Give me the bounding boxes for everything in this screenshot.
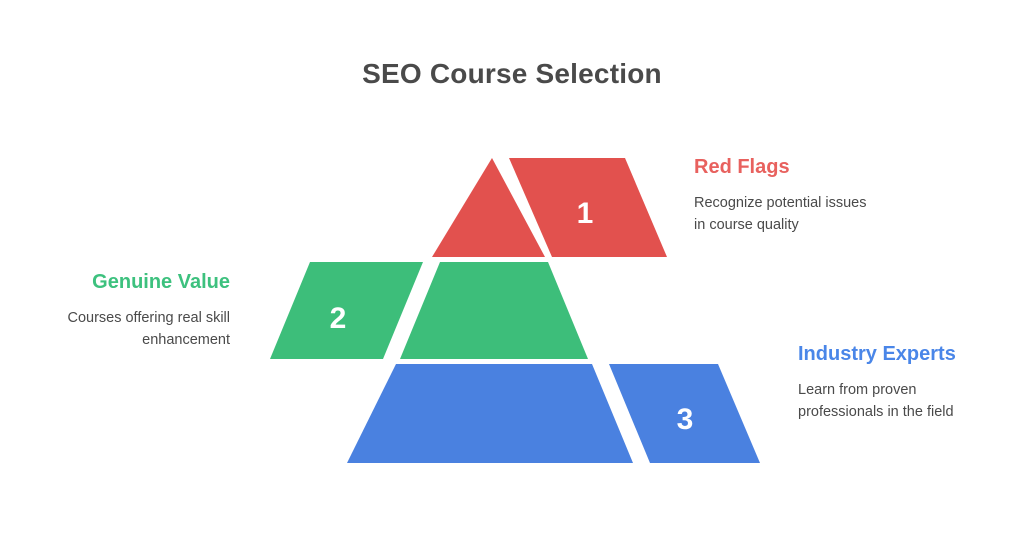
callout-red-flags: Red Flags Recognize potential issues in … [694, 153, 872, 236]
callout-genuine-value-description: Courses offering real skill enhancement [67, 310, 230, 348]
tier-bottom-step-number: 3 [677, 403, 694, 436]
callout-red-flags-heading: Red Flags [694, 156, 790, 178]
tier-middle-trapezoid[interactable] [400, 262, 588, 359]
tier-top-parallelogram[interactable] [509, 158, 667, 257]
tier-top-group[interactable]: 1 [432, 158, 667, 257]
tier-bottom-trapezoid[interactable] [347, 364, 633, 463]
callout-genuine-value: Genuine Value Courses offering real skil… [42, 268, 230, 351]
tier-top-triangle[interactable] [432, 158, 545, 257]
tier-bottom-group[interactable]: 3 [347, 364, 760, 463]
tier-middle-group[interactable]: 2 [270, 262, 588, 359]
tier-middle-step-number: 2 [330, 302, 347, 335]
callout-red-flags-description: Recognize potential issues in course qua… [694, 195, 867, 233]
tier-bottom-parallelogram[interactable] [609, 364, 760, 463]
page-title: SEO Course Selection [362, 58, 662, 89]
tier-middle-parallelogram[interactable] [270, 262, 423, 359]
callout-industry-experts-heading: Industry Experts [798, 343, 956, 365]
tier-top-step-number: 1 [577, 197, 594, 230]
callout-genuine-value-heading: Genuine Value [92, 271, 230, 293]
callout-industry-experts-description: Learn from proven professionals in the f… [798, 382, 954, 420]
callout-industry-experts: Industry Experts Learn from proven profe… [798, 340, 973, 423]
